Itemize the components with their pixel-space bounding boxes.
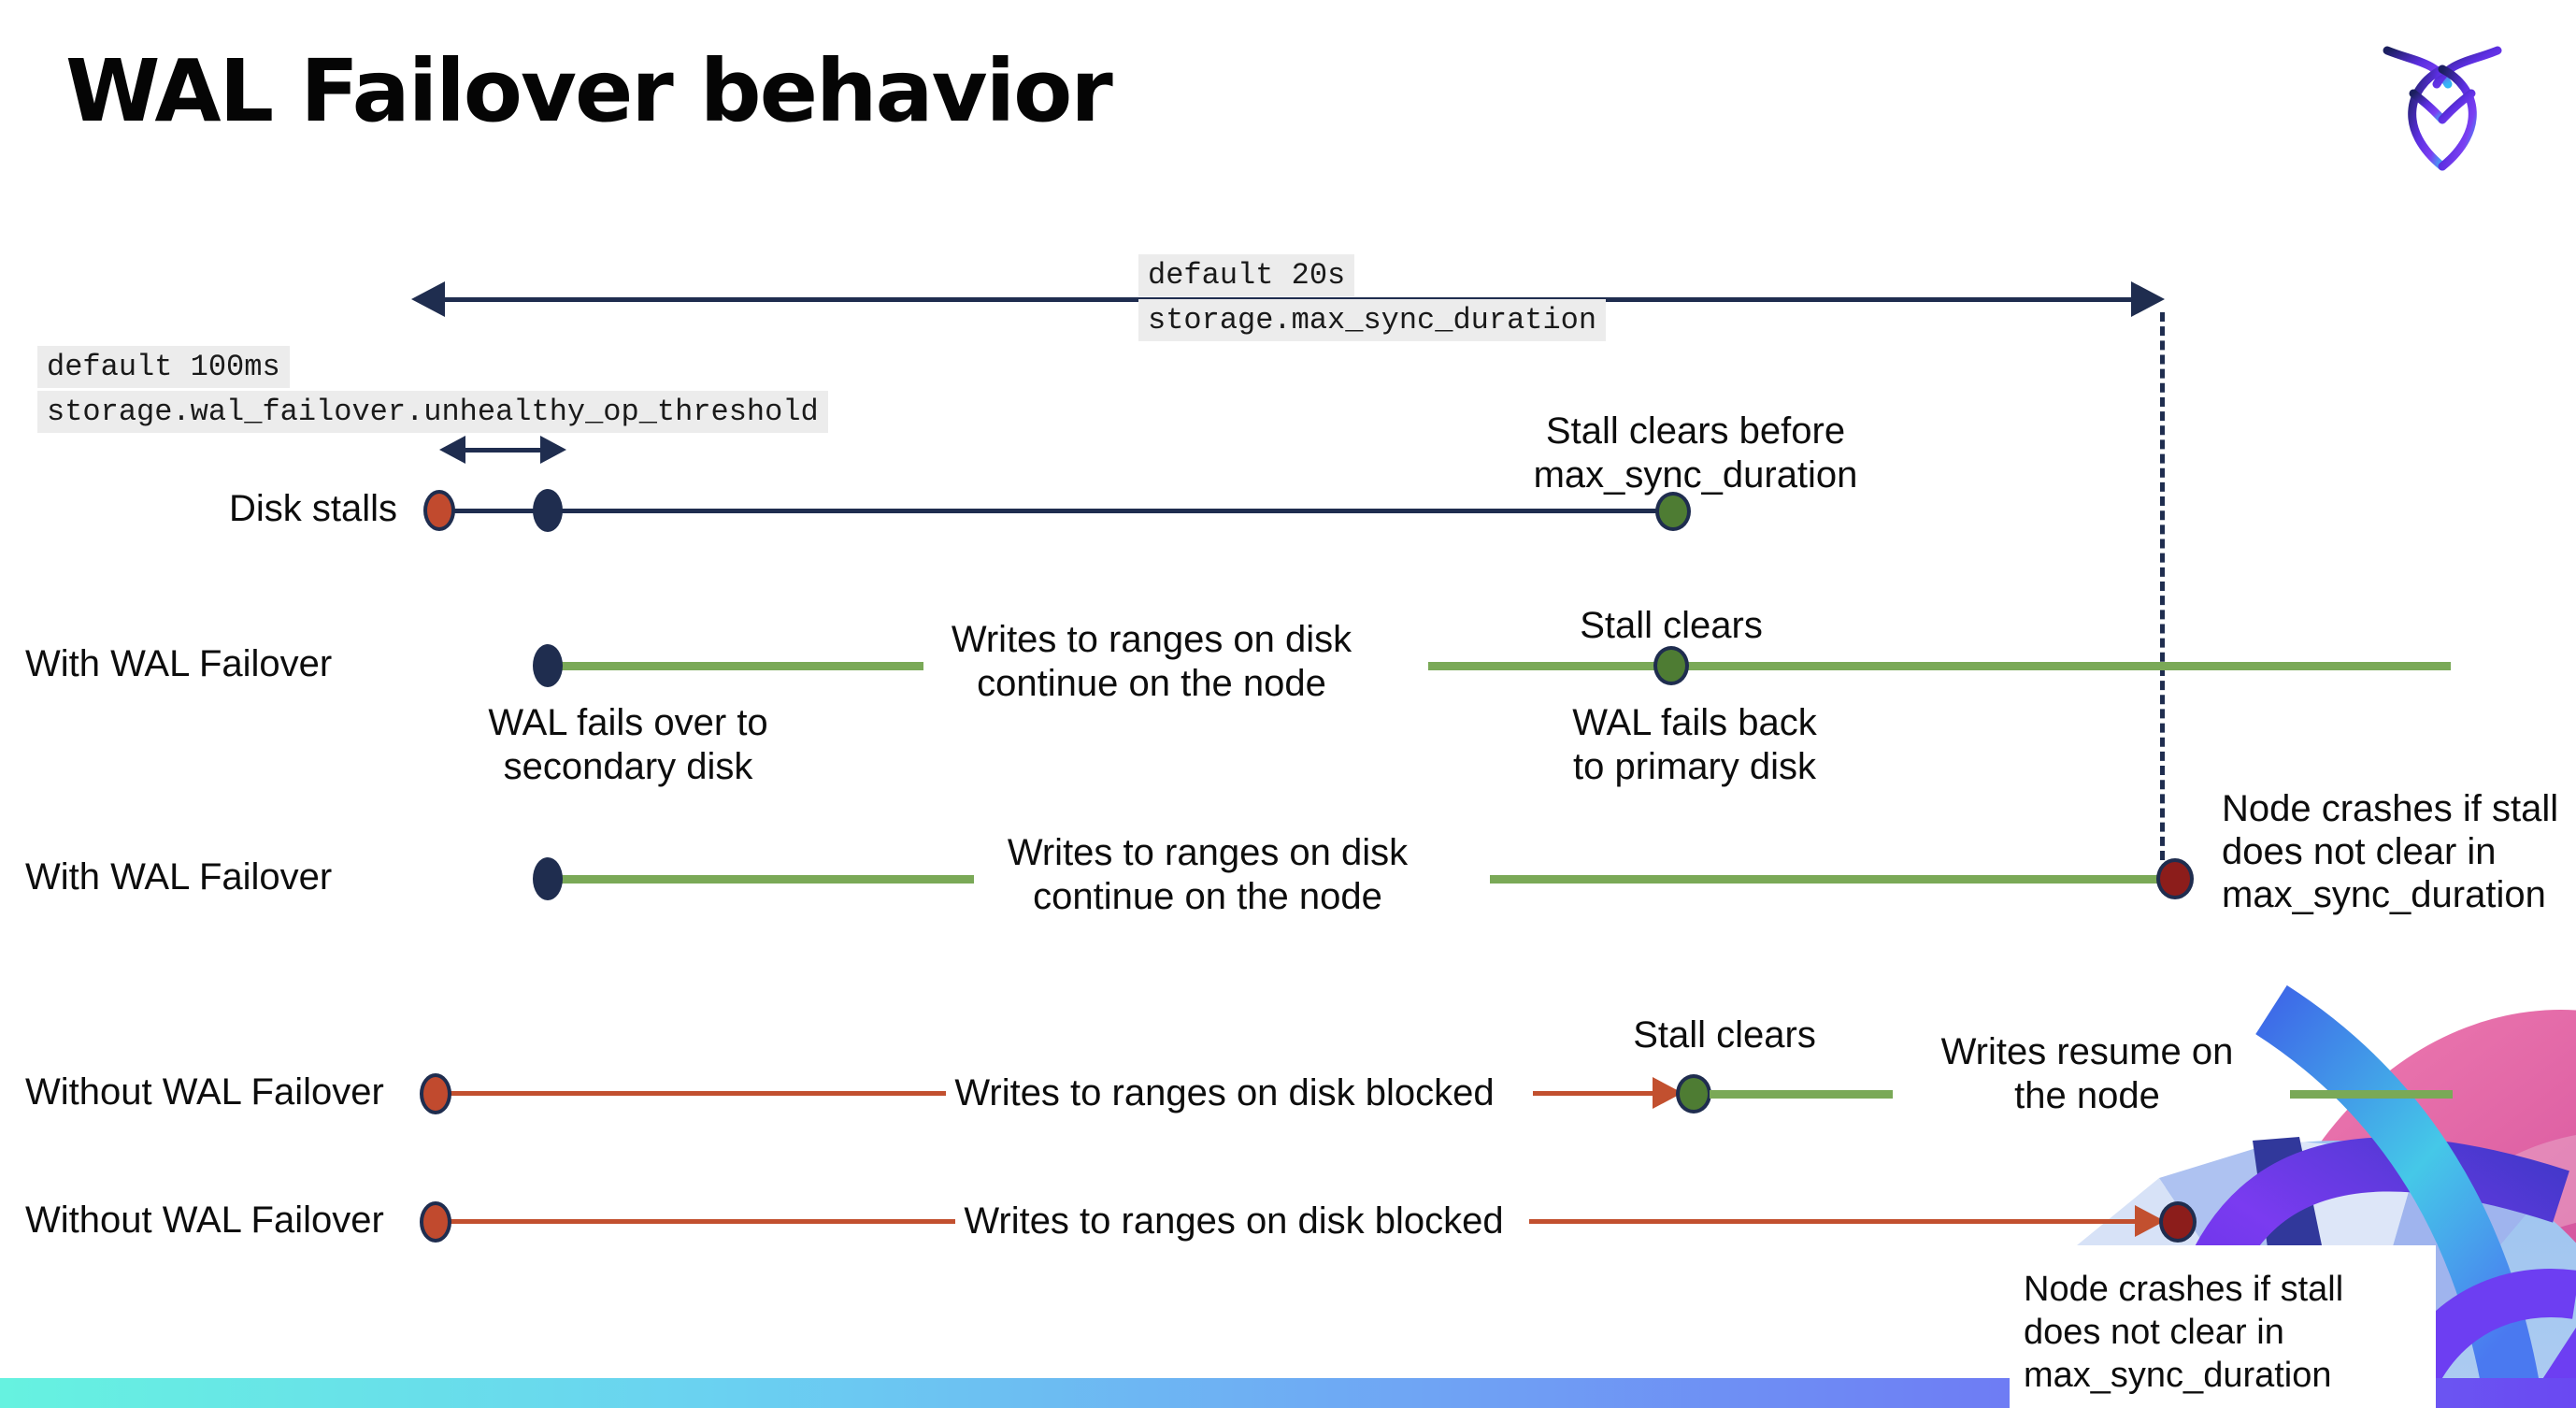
max-sync-setting-label: storage.max_sync_duration	[1138, 299, 1607, 341]
wal2-green-line-a	[561, 875, 974, 884]
wal2-failover-dot	[533, 857, 563, 900]
nowal2-crash-dot	[2159, 1201, 2197, 1243]
stall-clears-before-note: Stall clears before max_sync_duration	[1533, 410, 1858, 496]
max-sync-default-label: default 20s	[1138, 254, 1355, 296]
nowal2-red-line-a	[447, 1219, 955, 1224]
wal2-crash-note: Node crashes if stall does not clear in …	[2222, 788, 2559, 915]
nowal1-red-line-a	[447, 1091, 946, 1096]
nowal1-mid-note: Writes to ranges on disk blocked	[954, 1072, 1495, 1113]
nowal2-crash-note: Node crashes if stall does not clear in …	[2024, 1270, 2344, 1395]
wal1-green-line-a	[561, 662, 923, 670]
nowal2-red-line-b	[1529, 1219, 2140, 1224]
row-label-with-wal-failover-2: With WAL Failover	[25, 856, 333, 898]
wal1-stall-clears-dot	[1653, 646, 1689, 685]
row-label-with-wal-failover-1: With WAL Failover	[25, 643, 333, 684]
wal2-crash-dot	[2156, 858, 2194, 899]
crash-note-box	[2010, 1245, 2436, 1408]
nowal1-red-line-b	[1533, 1091, 1660, 1096]
wal2-mid-note: Writes to ranges on disk continue on the…	[1007, 832, 1409, 917]
row-label-disk-stalls: Disk stalls	[229, 488, 398, 529]
wal1-stall-clears-label: Stall clears	[1580, 605, 1763, 646]
arrow-head-right-icon	[2131, 281, 2165, 317]
row-label-without-wal-failover-2: Without WAL Failover	[25, 1200, 384, 1241]
nowal1-stall-dot	[420, 1073, 451, 1114]
wal1-failover-dot	[533, 644, 563, 687]
nowal1-resume-note: Writes resume on the node	[1940, 1031, 2234, 1116]
nowal1-green-line-b	[2290, 1090, 2453, 1099]
threshold-arrow-line	[460, 448, 542, 453]
disk-stall-start-dot	[423, 490, 455, 531]
wal1-mid-note: Writes to ranges on disk continue on the…	[951, 619, 1352, 704]
wal1-failover-note: WAL fails over to secondary disk	[488, 702, 768, 787]
threshold-crossed-dot	[533, 489, 563, 532]
unhealthy-op-setting-label: storage.wal_failover.unhealthy_op_thresh…	[37, 391, 828, 433]
page-title: WAL Failover behavior	[65, 41, 1113, 141]
unhealthy-op-default-label: default 100ms	[37, 346, 290, 388]
nowal1-stall-clears-dot	[1676, 1074, 1711, 1113]
wal1-green-line-b	[1428, 662, 2451, 670]
nowal2-mid-note: Writes to ranges on disk blocked	[964, 1200, 1504, 1242]
threshold-arrow-head-left-icon	[439, 436, 465, 464]
row-label-without-wal-failover-1: Without WAL Failover	[25, 1071, 384, 1113]
disk-stalls-line-start	[447, 509, 550, 513]
nowal2-stall-dot	[420, 1201, 451, 1243]
stall-clears-dot	[1655, 492, 1691, 531]
cockroach-logo-icon	[2382, 37, 2503, 173]
wal2-green-line-b	[1490, 875, 2161, 884]
wal1-fails-back-note: WAL fails back to primary disk	[1572, 702, 1817, 787]
arrow-head-left-icon	[411, 281, 445, 317]
threshold-arrow-head-right-icon	[540, 436, 566, 464]
max-sync-deadline-dashed-line	[2160, 312, 2165, 860]
nowal1-stall-clears-label: Stall clears	[1633, 1014, 1816, 1056]
disk-stalls-line	[550, 509, 1673, 513]
nowal1-green-line-a	[1710, 1090, 1893, 1099]
